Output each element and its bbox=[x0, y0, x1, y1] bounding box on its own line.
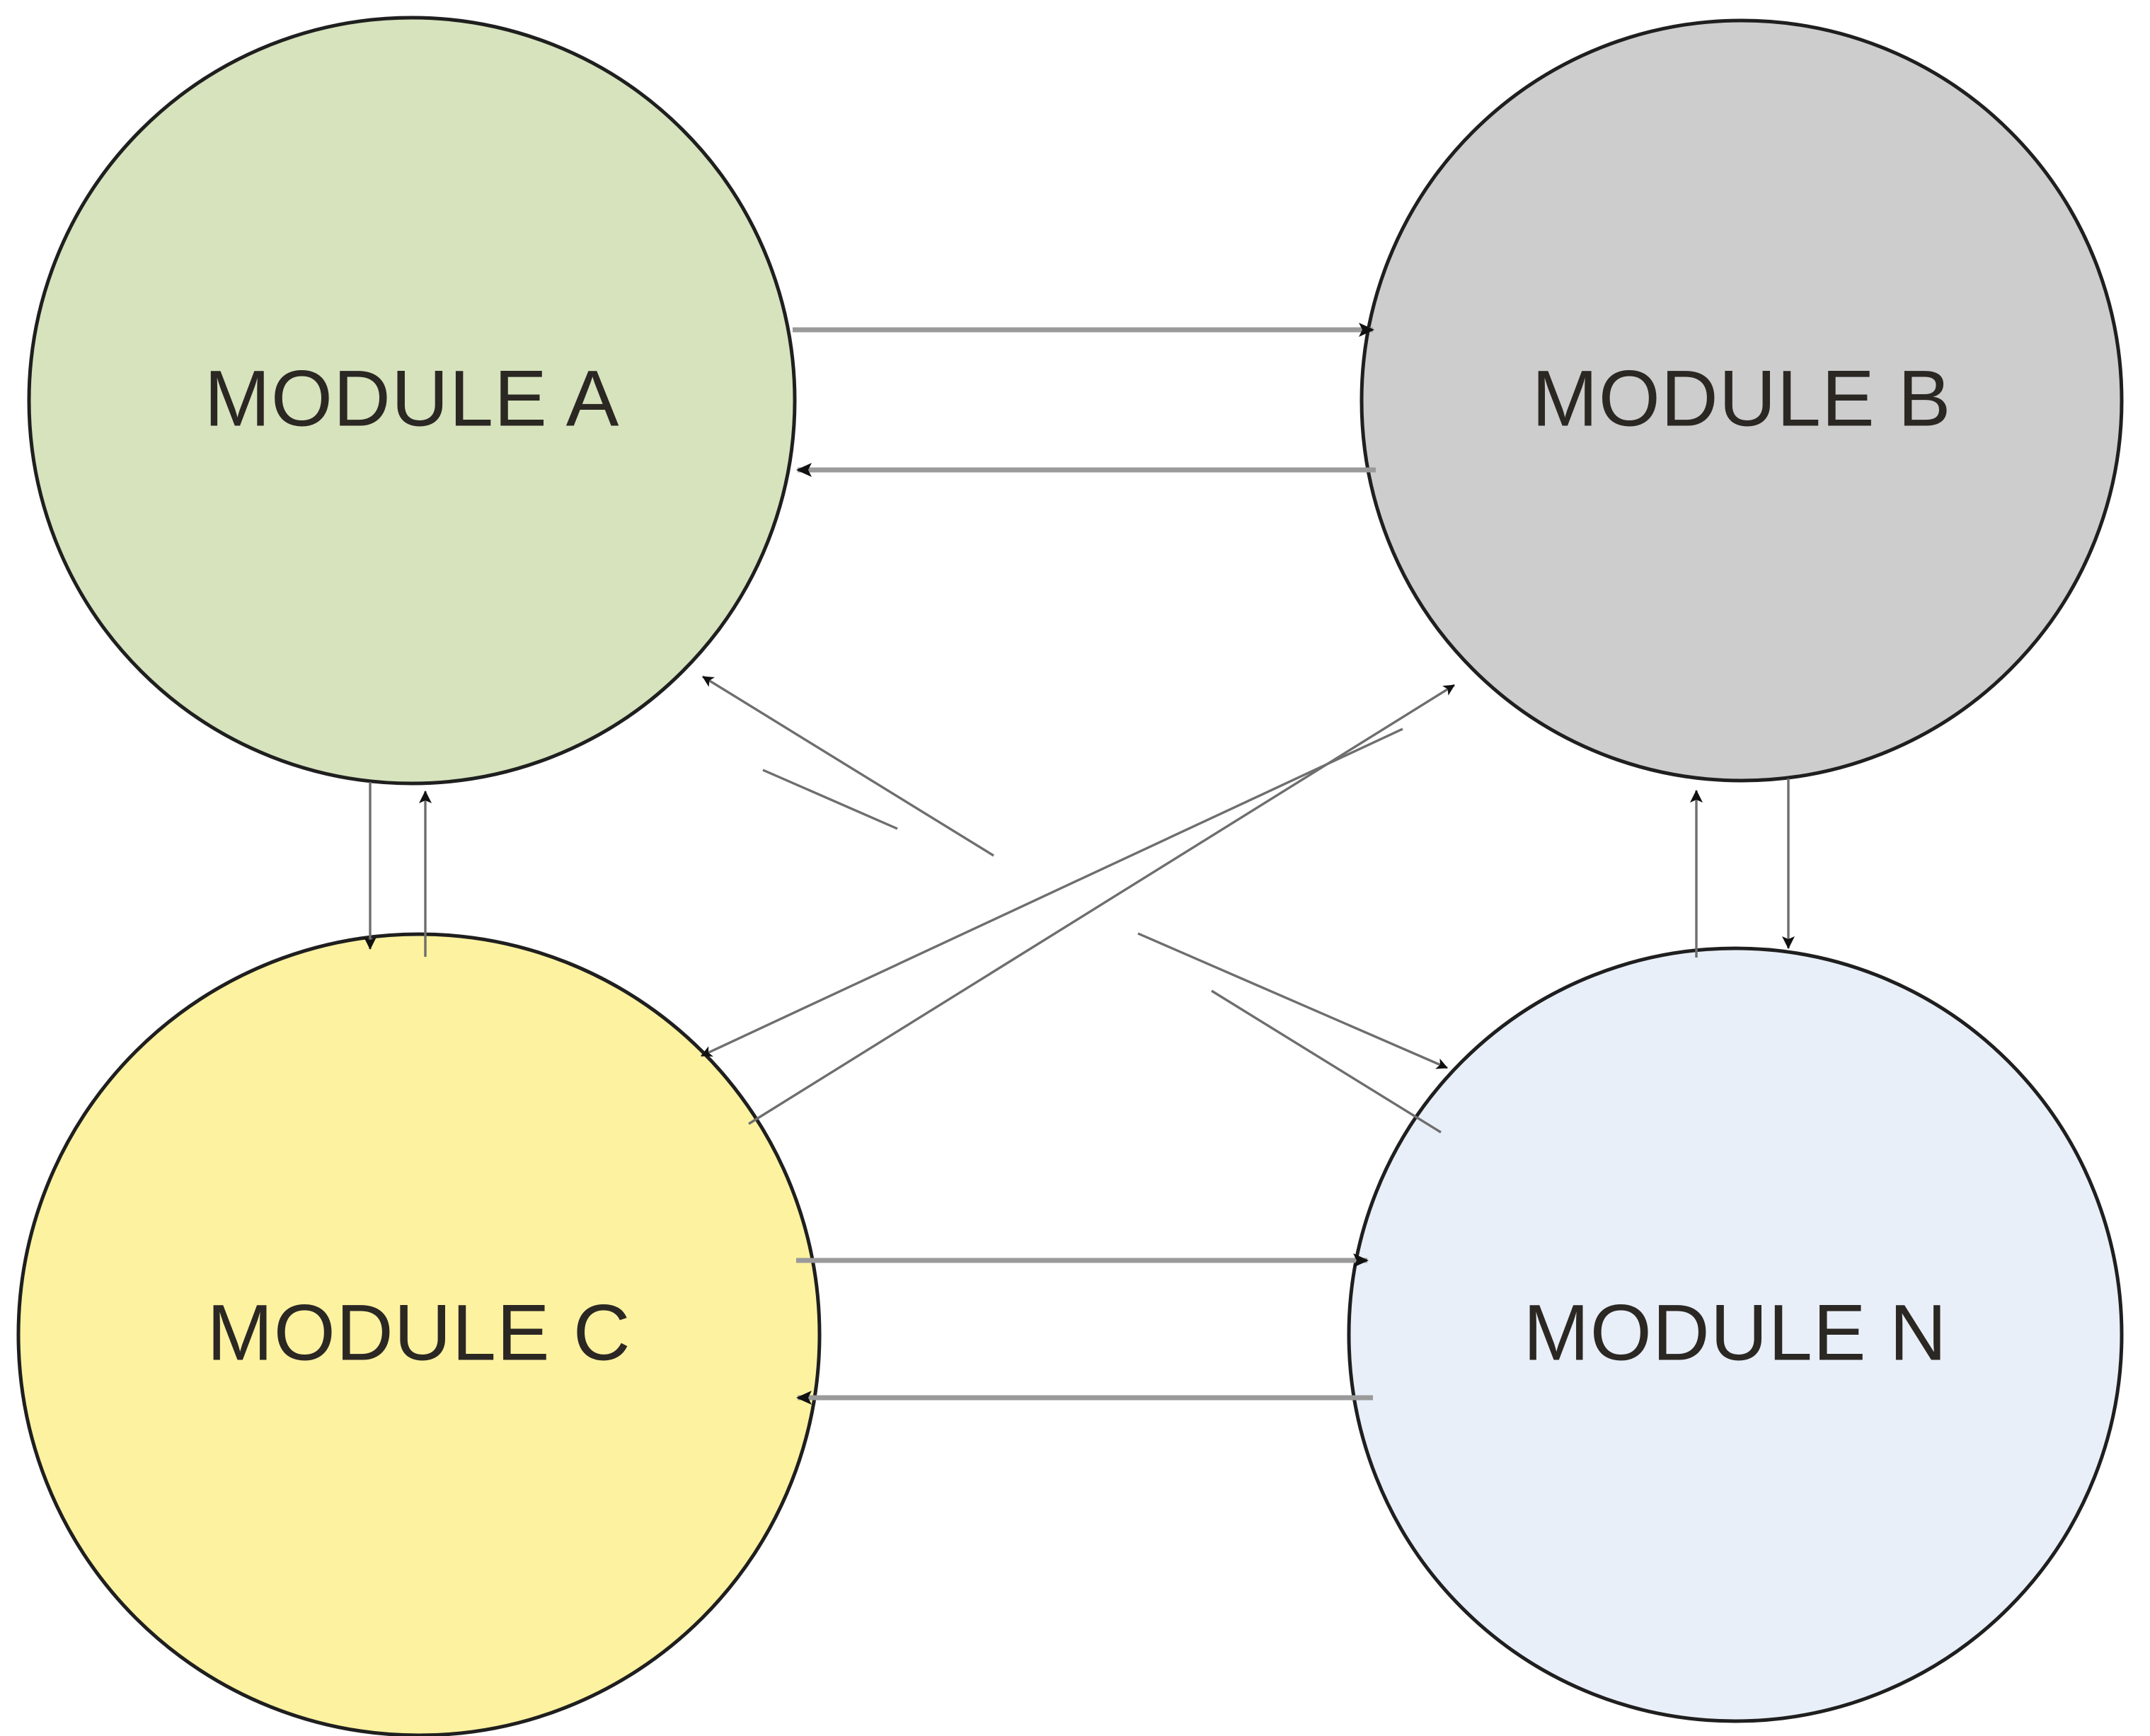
node-module-n[interactable]: MODULE N bbox=[1347, 946, 2124, 1723]
module-c-label: MODULE C bbox=[207, 1289, 631, 1377]
edge-c-to-b-line[interactable] bbox=[748, 684, 1455, 1125]
module-n-circle[interactable] bbox=[1347, 946, 2124, 1723]
edge-n-to-a-segment-2[interactable] bbox=[702, 675, 994, 857]
edge-a-to-n-segment-2[interactable] bbox=[1137, 932, 1448, 1069]
edge-module-c-to-module-b[interactable] bbox=[748, 684, 1455, 1125]
module-b-circle[interactable] bbox=[1359, 18, 2124, 783]
node-module-b[interactable]: MODULE B bbox=[1359, 18, 2124, 783]
edge-module-b-to-module-c[interactable] bbox=[701, 728, 1403, 1057]
module-n-label: MODULE N bbox=[1523, 1289, 1947, 1377]
module-a-label: MODULE A bbox=[205, 355, 620, 443]
node-module-c[interactable]: MODULE C bbox=[16, 932, 822, 1736]
edge-a-to-n-segment-1[interactable] bbox=[762, 769, 898, 830]
module-c-circle[interactable] bbox=[16, 932, 822, 1736]
node-module-a[interactable]: MODULE A bbox=[27, 16, 797, 786]
edge-module-n-to-module-a[interactable] bbox=[702, 675, 1442, 1134]
edge-n-to-a-segment-1[interactable] bbox=[1211, 989, 1442, 1134]
edge-b-to-c-line[interactable] bbox=[701, 728, 1403, 1057]
module-b-label: MODULE B bbox=[1532, 355, 1952, 443]
edge-module-a-to-module-n[interactable] bbox=[762, 769, 1448, 1069]
module-a-circle[interactable] bbox=[27, 16, 797, 786]
